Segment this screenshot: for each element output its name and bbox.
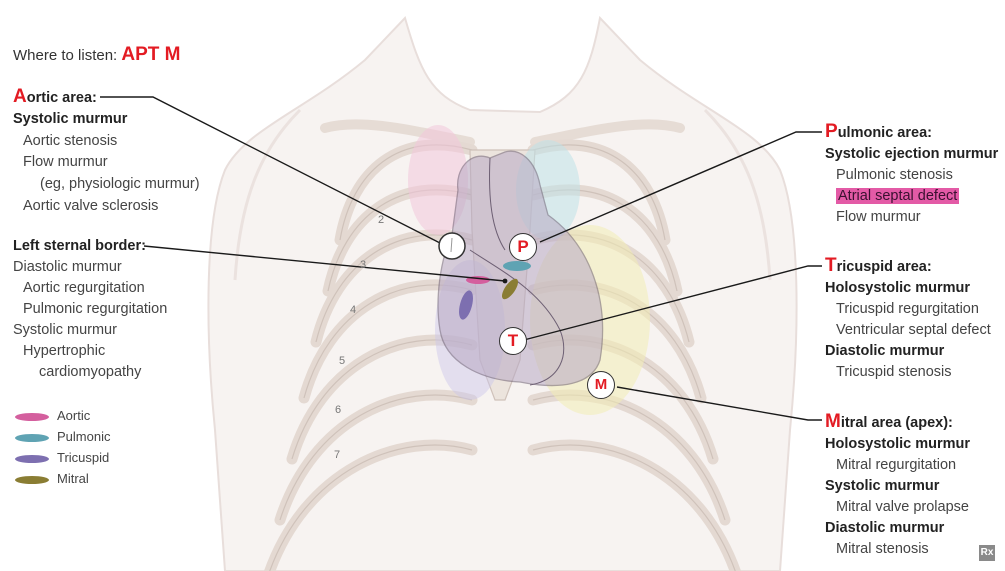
pulmonic-area-title: Pulmonic area: (825, 122, 932, 143)
tricuspid-item: Tricuspid stenosis (836, 362, 952, 382)
left-sternal-dot (502, 278, 508, 284)
pulmonic-item-text: Atrial septal defect (836, 188, 960, 204)
left-sternal-item: Aortic regurgitation (23, 280, 145, 296)
rx-watermark: Rx (979, 545, 995, 561)
pulmonic-item: Flow murmur (836, 207, 921, 227)
mitral-group-header: Holosystolic murmur (825, 436, 971, 452)
legend-label: Tricuspid (57, 450, 110, 465)
left-sternal-title: Left sternal border: (13, 238, 146, 254)
left-sternal-item: Hypertrophic (23, 343, 106, 359)
aortic-item: Aortic stenosis (23, 133, 118, 149)
tricuspid-item: Ventricular septal defect (836, 320, 991, 340)
mitral-leader (616, 386, 822, 421)
mitral-item-text: Mitral valve prolapse (836, 499, 969, 515)
pulmonic-item: Atrial septal defect (836, 186, 960, 206)
aortic-leader (100, 96, 441, 244)
rib-edge-right-7 (532, 444, 736, 571)
right-clavicle (530, 119, 685, 147)
rib-number-3: 3 (360, 259, 366, 271)
rib-number-5: 5 (339, 355, 345, 367)
mitral-item: Mitral valve prolapse (836, 497, 969, 517)
mitral-group-header: Systolic murmur (825, 478, 940, 494)
pulmonic-area-initial: P (825, 121, 838, 142)
legend-swatch (15, 475, 49, 484)
rib-number-4: 4 (350, 304, 356, 316)
pulmonic-item-text: Flow murmur (836, 209, 921, 225)
pulmonic-item: Pulmonic stenosis (836, 165, 953, 185)
tricuspid-item: Tricuspid regurgitation (836, 299, 979, 319)
page-title: Where to listen: APT M (13, 44, 181, 66)
pulmonic-leader (539, 131, 822, 243)
left-sternal-item: cardiomyopathy (39, 364, 142, 380)
pulmonic-area-label: ulmonic area: (837, 125, 932, 141)
tricuspid-group-header: Diastolic murmur (825, 343, 945, 359)
tricuspid-area-initial: T (825, 255, 837, 276)
mitral-group-header: Diastolic murmur (825, 520, 945, 536)
legend-label: Mitral (57, 471, 89, 486)
legend-item-aortic: Aortic (15, 408, 90, 423)
mitral-valve (501, 278, 519, 300)
aortic-marker (438, 232, 466, 260)
tricuspid-area-label: ricuspid area: (836, 259, 932, 275)
tricuspid-marker: T (499, 327, 527, 355)
mitral-area-title: Mitral area (apex): (825, 412, 953, 433)
left-sternal-leader (143, 245, 506, 282)
aortic-item: Aortic valve sclerosis (23, 198, 159, 214)
pulmonic-valve (503, 261, 531, 271)
title-prefix: Where to listen: (13, 47, 122, 64)
legend-swatch (15, 412, 49, 421)
left-sternal-group-header: Diastolic murmur (13, 259, 122, 275)
legend-item-pulmonic: Pulmonic (15, 429, 110, 444)
tricuspid-item-text: Tricuspid regurgitation (836, 301, 979, 317)
rib-number-2: 2 (378, 214, 384, 226)
legend-swatch (15, 454, 49, 463)
tricuspid-group-header: Holosystolic murmur (825, 280, 971, 296)
aortic-item: (eg, physiologic murmur) (40, 176, 200, 192)
rib-number-6: 6 (335, 404, 341, 416)
mitral-item-text: Mitral regurgitation (836, 457, 957, 473)
mitral-item: Mitral stenosis (836, 539, 929, 559)
title-mnemonic: APT M (121, 44, 181, 65)
tricuspid-item-text: Tricuspid stenosis (836, 364, 952, 380)
left-sternal-group-header: Systolic murmur (13, 322, 117, 338)
mitral-area-initial: M (825, 411, 841, 432)
mitral-item: Mitral regurgitation (836, 455, 956, 475)
tricuspid-valve (459, 290, 473, 320)
aortic-area-shade (408, 125, 468, 235)
pulmonic-marker: P (509, 233, 537, 261)
pulmonic-group-header: Systolic ejection murmur (825, 146, 999, 162)
legend-swatch (15, 433, 49, 442)
pulmonic-item-text: Pulmonic stenosis (836, 167, 953, 183)
rib-number-7: 7 (334, 449, 340, 461)
mitral-area-label: itral area (apex): (840, 415, 953, 431)
mitral-marker: M (587, 371, 615, 399)
aortic-group-header: Systolic murmur (13, 111, 128, 127)
legend-label: Pulmonic (57, 429, 111, 444)
legend-item-mitral: Mitral (15, 471, 89, 486)
left-sternal-item: Pulmonic regurgitation (23, 301, 168, 317)
aortic-area-title: Aortic area: (13, 87, 97, 108)
aortic-area-initial: A (13, 86, 27, 107)
tricuspid-area-title: Tricuspid area: (825, 256, 932, 277)
legend-item-tricuspid: Tricuspid (15, 450, 109, 465)
rib-edge-left-7 (269, 444, 473, 571)
tricuspid-leader (519, 265, 822, 342)
legend-label: Aortic (57, 408, 91, 423)
aortic-item: Flow murmur (23, 154, 108, 170)
rib-edge-left-6 (279, 394, 473, 521)
tricuspid-item-text: Ventricular septal defect (836, 322, 991, 338)
mitral-item-text: Mitral stenosis (836, 541, 929, 557)
aortic-area-label: ortic area: (26, 90, 97, 106)
